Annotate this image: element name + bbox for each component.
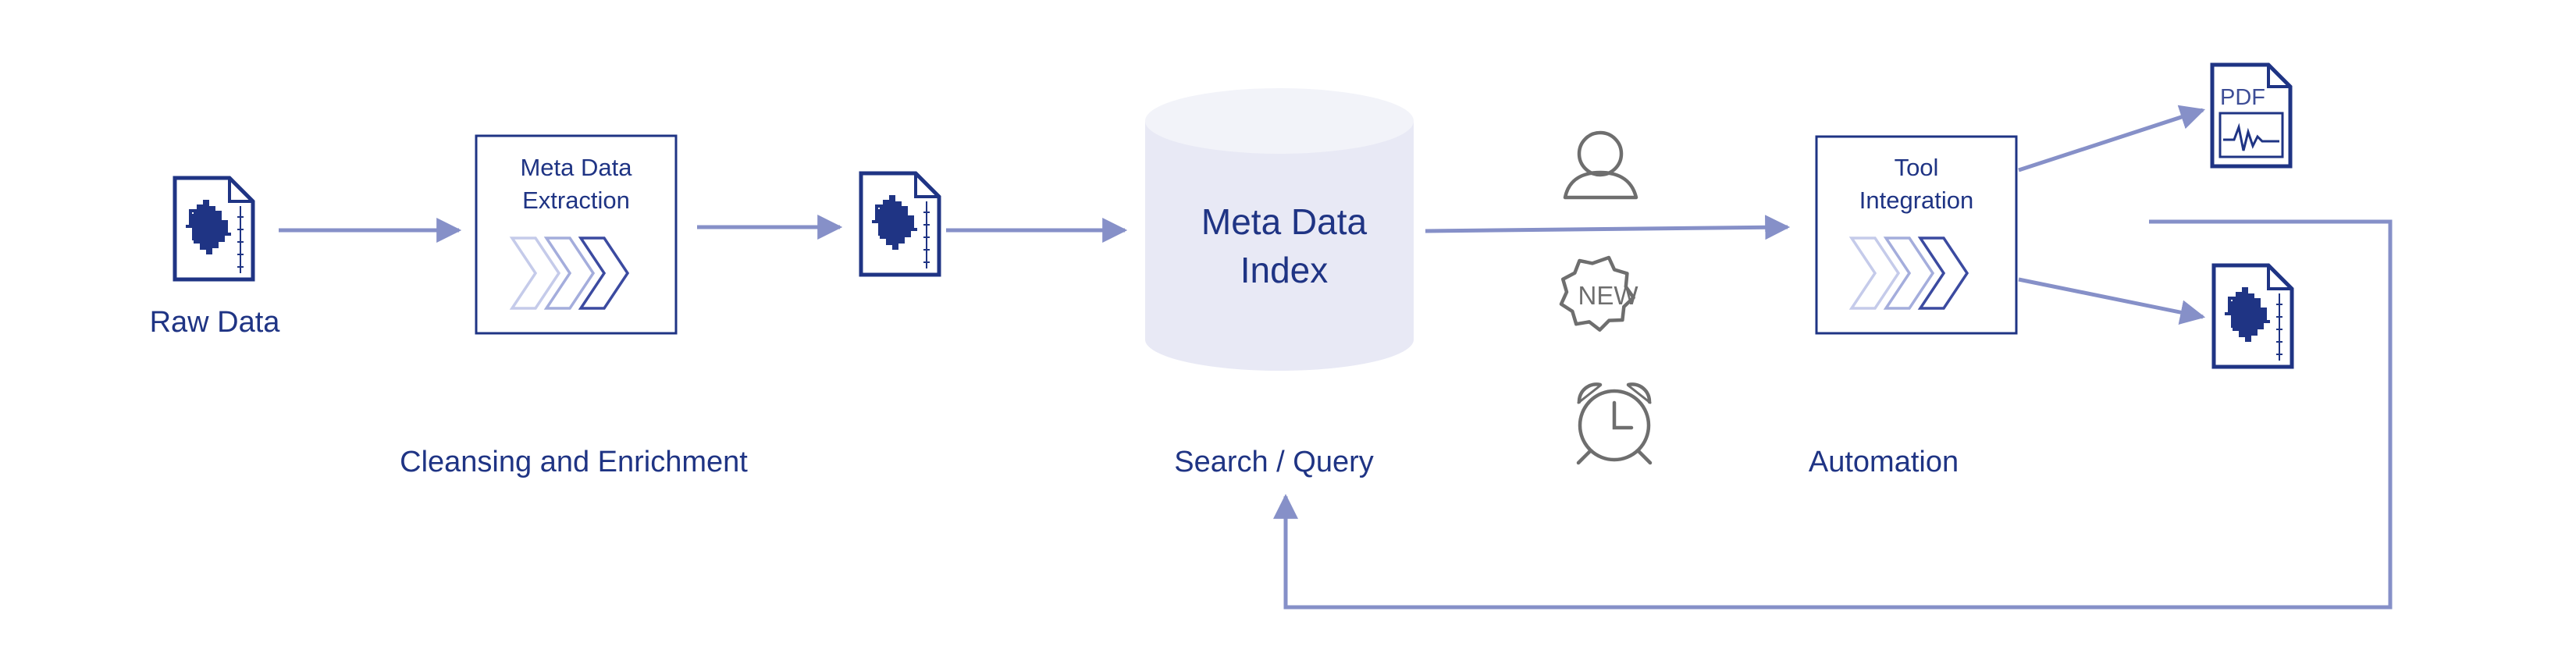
meta-extraction-label-line2: Extraction [522,187,630,214]
processed-file-icon [861,173,939,275]
new-badge-shape [1559,255,1635,332]
connector-tool-to-pdf [2018,105,2206,172]
meta-extraction-box: Meta Data Extraction [475,134,678,335]
raw-data-file-icon [175,178,253,279]
tool-integration-label-line1: Tool [1895,154,1939,181]
meta-extraction-label-line1: Meta Data [520,154,632,181]
automation-stage-label: Automation [1809,446,1959,478]
meta-data-index-cylinder: Meta Data Index [1145,88,1414,371]
pdf-label: PDF [2220,85,2265,110]
raw-data-label: Raw Data [150,306,281,339]
output-file-icon [2214,265,2292,367]
meta-index-label-line2: Index [1240,250,1329,290]
new-badge-text: NEW [1578,281,1639,310]
feedback-loop-connector [1273,219,2393,610]
tool-integration-box: Tool Integration [1815,135,2018,335]
new-badge-icon: NEW [1559,255,1639,332]
user-icon [1563,130,1638,200]
search-query-stage-label: Search / Query [1174,446,1374,478]
alarm-clock-icon [1576,382,1653,465]
pdf-document-icon: PDF [2210,62,2293,169]
tool-integration-label-line2: Integration [1859,187,1974,214]
cleansing-stage-label: Cleansing and Enrichment [400,446,748,478]
meta-index-label-line1: Meta Data [1201,201,1368,242]
connector-tool-to-output-file [2018,277,2206,325]
connector-index-to-tool [1425,215,1791,240]
